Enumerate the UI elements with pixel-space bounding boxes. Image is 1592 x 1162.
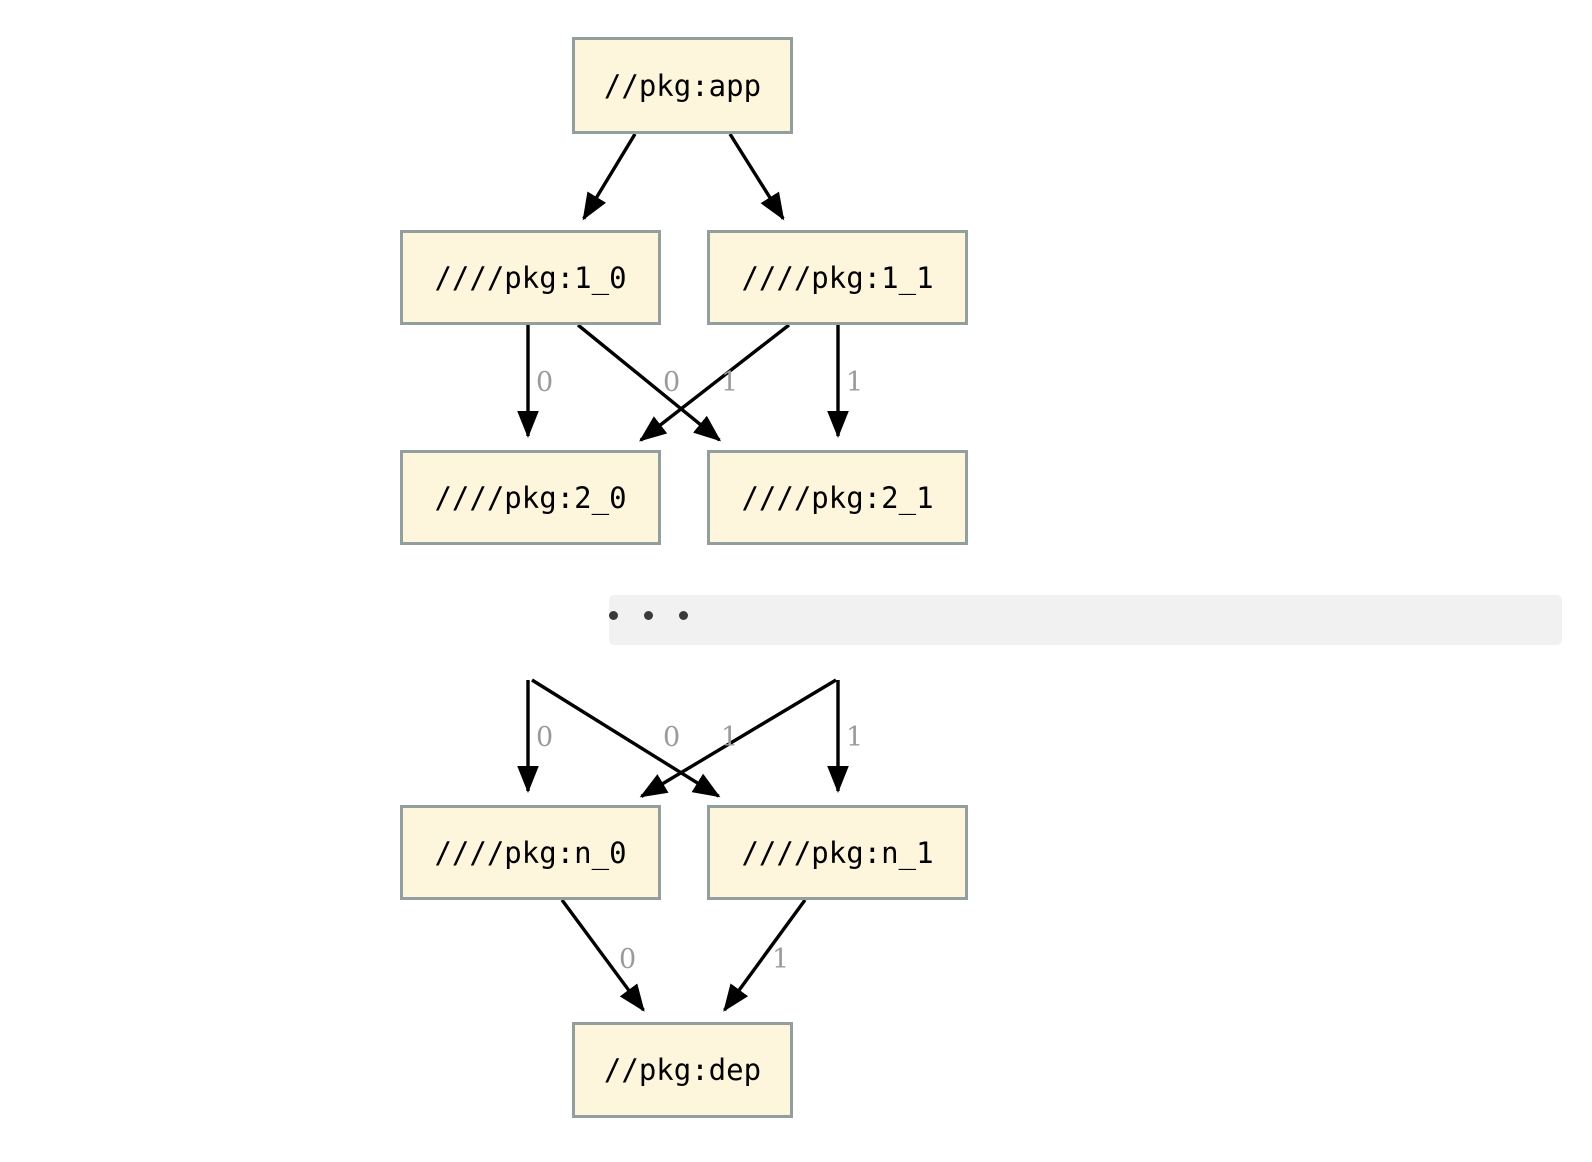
graph-node-l1-1[interactable]: ////pkg:1_1 (707, 230, 968, 325)
graph-node-label: ////pkg:1_0 (434, 260, 627, 295)
graph-edge-label: 1 (846, 367, 864, 398)
graph-edge-label: 1 (772, 944, 790, 975)
graph-node-ln-1[interactable]: ////pkg:n_1 (707, 805, 968, 900)
graph-node-l1-0[interactable]: ////pkg:1_0 (400, 230, 661, 325)
graph-node-label: ////pkg:n_1 (741, 835, 934, 870)
graph-node-l2-1[interactable]: ////pkg:2_1 (707, 450, 968, 545)
graph-node-l2-0[interactable]: ////pkg:2_0 (400, 450, 661, 545)
ellipsis-dot (609, 611, 618, 620)
graph-edge-label: 0 (663, 722, 681, 753)
graph-edge (723, 898, 807, 1012)
graph-edge (582, 133, 637, 221)
graph-node-dep[interactable]: //pkg:dep (572, 1022, 793, 1118)
graph-edge-label: 0 (663, 367, 681, 398)
graph-node-label: ////pkg:2_0 (434, 480, 627, 515)
graph-node-label: //pkg:app (603, 68, 762, 103)
ellipsis-dot (644, 611, 653, 620)
graph-edge (576, 323, 722, 442)
graph-edge-label: 1 (721, 722, 739, 753)
graph-node-app[interactable]: //pkg:app (572, 37, 793, 134)
graph-node-ln-0[interactable]: ////pkg:n_0 (400, 805, 661, 900)
graph-edge (531, 678, 721, 798)
graph-node-label: ////pkg:n_0 (434, 835, 627, 870)
ellipsis-dot (679, 611, 688, 620)
graph-node-label: ////pkg:2_1 (741, 480, 934, 515)
ellipsis-band (609, 595, 1562, 645)
graph-edge-label: 0 (536, 367, 554, 398)
graph-edge-label: 0 (619, 944, 637, 975)
graph-edge (728, 133, 785, 221)
graph-edge-label: 1 (721, 367, 739, 398)
ellipsis-indicator (609, 611, 688, 620)
graph-edge-label: 0 (536, 722, 554, 753)
graph-node-label: ////pkg:1_1 (741, 260, 934, 295)
graph-node-label: //pkg:dep (603, 1053, 762, 1087)
graph-edge-label: 1 (846, 722, 864, 753)
